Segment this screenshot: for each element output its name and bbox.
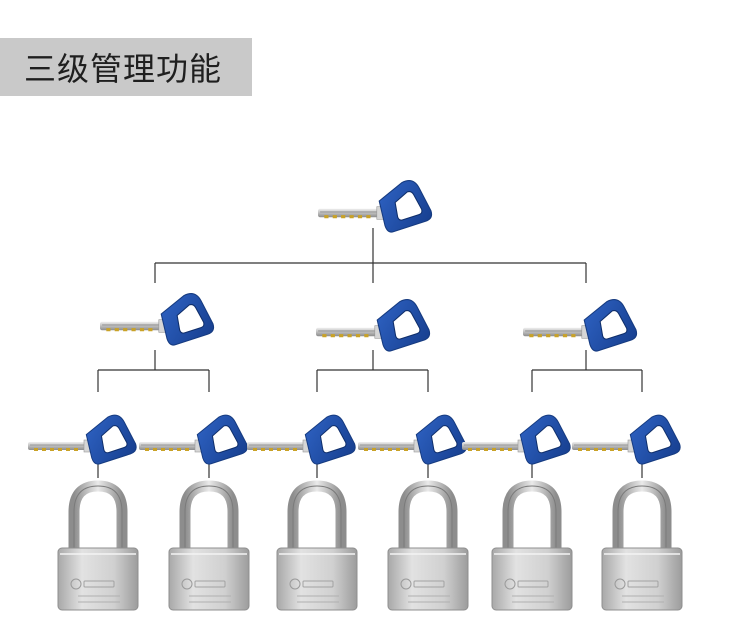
padlock-icon — [387, 480, 469, 611]
change-key-icon — [28, 414, 137, 465]
keys-layer — [28, 180, 681, 465]
padlock-icon — [276, 480, 358, 611]
page-title: 三级管理功能 — [24, 50, 223, 88]
change-key-icon — [358, 414, 467, 465]
padlock-icon — [491, 480, 573, 611]
change-key-icon — [247, 414, 356, 465]
master-key-icon — [318, 180, 433, 233]
sub-master-key-icon — [523, 299, 638, 352]
connector-lines — [97, 228, 643, 478]
locks-layer — [57, 480, 683, 611]
change-key-icon — [572, 414, 681, 465]
padlock-icon — [57, 480, 139, 611]
padlock-icon — [601, 480, 683, 611]
title-bar: 三级管理功能 — [0, 38, 252, 96]
padlock-icon — [168, 480, 250, 611]
change-key-icon — [139, 414, 248, 465]
sub-master-key-icon — [316, 299, 431, 352]
change-key-icon — [462, 414, 571, 465]
sub-master-key-icon — [100, 293, 215, 346]
